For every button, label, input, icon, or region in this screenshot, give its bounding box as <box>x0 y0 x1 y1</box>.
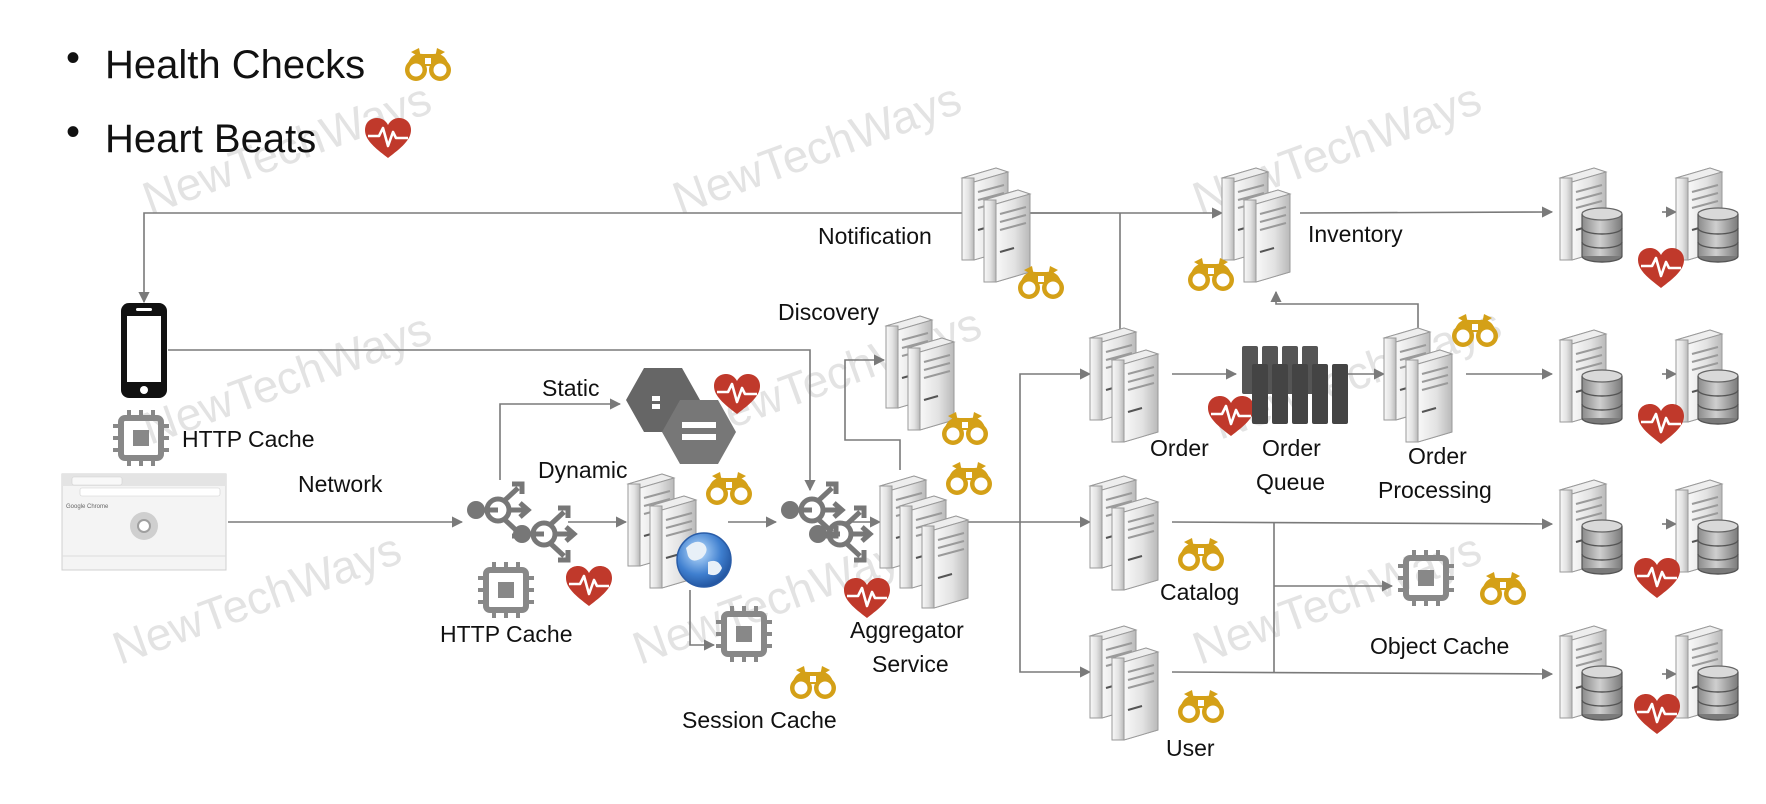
label-aggregator-line2: Service <box>872 651 949 677</box>
legend-heart-beats: Heart Beats <box>105 117 316 161</box>
label-session-cache: Session Cache <box>682 707 837 733</box>
legend: • Health Checks • Heart Beats <box>66 36 451 161</box>
label-order-queue-line2: Queue <box>1256 469 1325 495</box>
database-server-icon <box>1676 626 1738 720</box>
database-server-icon <box>1676 168 1738 262</box>
connectors <box>138 206 1678 680</box>
label-aggregator-line1: Aggregator <box>850 617 964 643</box>
message-queue-icon <box>1242 346 1348 424</box>
browser-window: Google Chrome <box>61 473 227 571</box>
server-icon <box>1090 476 1158 590</box>
label-object-cache: Object Cache <box>1370 633 1509 659</box>
chip-icon <box>113 410 169 466</box>
label-discovery: Discovery <box>778 299 879 325</box>
static-storage-icon <box>626 368 736 464</box>
heart-pulse-icon <box>1632 692 1682 736</box>
chip-icon <box>716 606 772 662</box>
browser-app-name: Google Chrome <box>66 504 109 510</box>
heart-pulse-icon <box>1636 402 1686 446</box>
label-notification: Notification <box>818 223 932 249</box>
legend-health-checks: Health Checks <box>105 43 365 87</box>
binoculars-icon <box>1188 258 1234 291</box>
database-server-icon <box>1560 168 1622 262</box>
label-order-queue-line1: Order <box>1262 435 1321 461</box>
legend-bullet: • <box>66 36 80 80</box>
binoculars-icon <box>1178 690 1224 723</box>
legend-bullet: • <box>66 110 80 154</box>
label-catalog: Catalog <box>1160 579 1239 605</box>
mobile-phone-icon <box>121 303 167 398</box>
binoculars-icon <box>1480 572 1526 605</box>
database-server-icon <box>1560 626 1622 720</box>
database-server-icon <box>1676 330 1738 424</box>
server-icon <box>1090 626 1158 740</box>
server-icon <box>880 476 968 608</box>
heart-pulse-icon <box>1632 556 1682 600</box>
heart-pulse-icon <box>1636 246 1686 290</box>
heart-pulse-icon <box>564 564 614 608</box>
label-network: Network <box>298 471 383 497</box>
label-inventory: Inventory <box>1308 221 1403 247</box>
label-static: Static <box>542 375 600 401</box>
binoculars-icon <box>706 472 752 505</box>
label-user: User <box>1166 735 1215 761</box>
binoculars-icon <box>405 48 451 81</box>
watermark: NewTechWays <box>666 72 968 224</box>
binoculars-icon <box>790 666 836 699</box>
database-server-icon <box>1676 480 1738 574</box>
server-icon <box>1090 328 1158 442</box>
chip-icon <box>1398 550 1454 606</box>
database-server-icon <box>1560 480 1622 574</box>
label-order: Order <box>1150 435 1209 461</box>
label-order-processing-line2: Processing <box>1378 477 1492 503</box>
label-order-processing-line1: Order <box>1408 443 1467 469</box>
label-dynamic: Dynamic <box>538 457 627 483</box>
chip-icon <box>478 562 534 618</box>
globe-icon <box>676 532 732 588</box>
database-server-icon <box>1560 330 1622 424</box>
binoculars-icon <box>1178 538 1224 571</box>
label-http-cache-client: HTTP Cache <box>182 426 315 452</box>
server-icon <box>962 168 1030 282</box>
binoculars-icon <box>946 462 992 495</box>
label-http-cache-edge: HTTP Cache <box>440 621 573 647</box>
